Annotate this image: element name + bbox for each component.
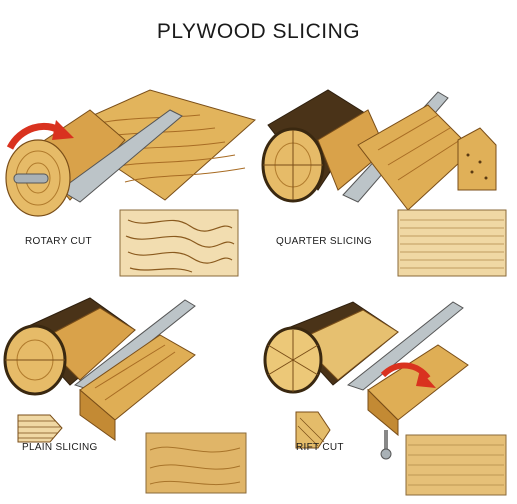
panel-quarter-slicing: QUARTER SLICING — [258, 70, 516, 280]
panel-rotary-cut: ROTARY CUT — [0, 70, 258, 280]
panel-plain-slicing: PLAIN SLICING — [0, 290, 258, 500]
label-plain-slicing: PLAIN SLICING — [22, 442, 98, 453]
label-rift-cut: RIFT CUT — [296, 442, 344, 453]
quarter-slicing-illustration — [261, 89, 507, 277]
label-quarter-slicing: QUARTER SLICING — [276, 236, 372, 247]
panel-rift-cut: RIFT CUT — [258, 290, 516, 500]
rotary-cut-illustration — [5, 89, 257, 277]
quarter-grain-sample — [397, 209, 507, 277]
page-title: PLYWOOD SLICING — [156, 20, 361, 43]
rotary-grain-sample — [119, 209, 239, 277]
label-rotary-cut: ROTARY CUT — [25, 236, 92, 247]
rift-cut-illustration — [263, 301, 507, 496]
plain-slicing-illustration — [3, 297, 247, 494]
